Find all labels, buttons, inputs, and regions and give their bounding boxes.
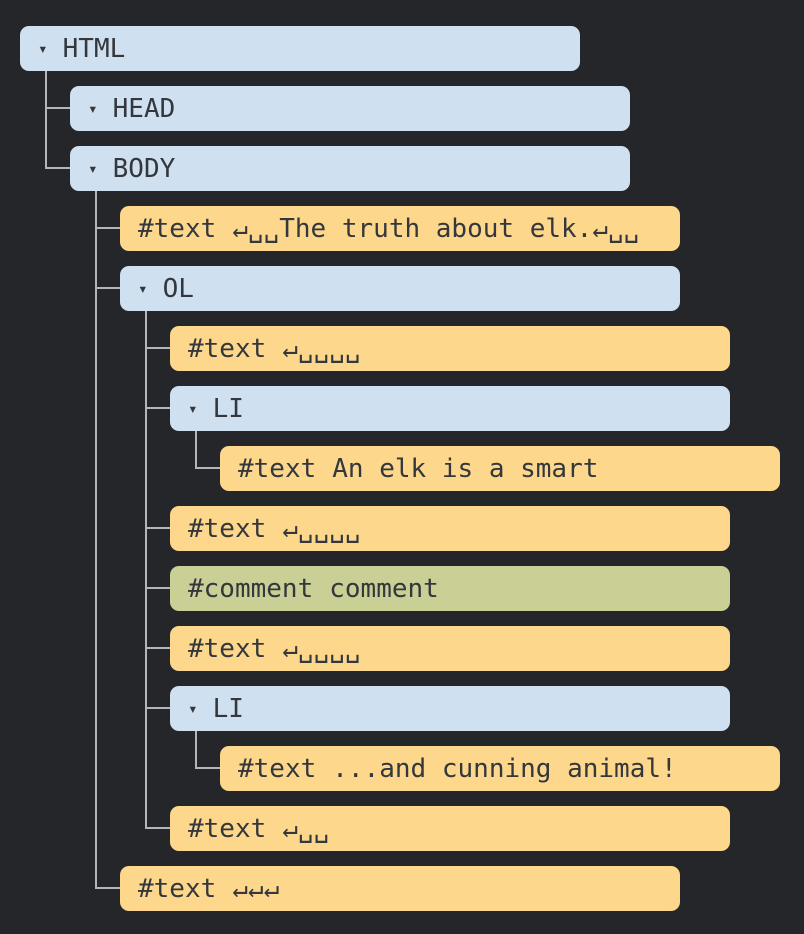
node-value: ↵↵↵ — [232, 873, 280, 904]
node-name: #text — [188, 513, 267, 544]
collapse-triangle-icon[interactable]: ▾ — [88, 158, 98, 178]
collapse-triangle-icon[interactable]: ▾ — [188, 698, 198, 718]
node-name: #comment — [188, 573, 314, 604]
node-value: ↵␣␣ — [282, 813, 330, 844]
element-node-head[interactable]: ▾ HEAD — [70, 86, 630, 131]
connector-line-horizontal — [145, 707, 170, 709]
node-value: ↵␣␣␣␣ — [282, 633, 361, 664]
text-node: #text ↵␣␣␣␣ — [170, 506, 730, 551]
node-name: LI — [212, 393, 244, 424]
connector-line-horizontal — [145, 647, 170, 649]
collapse-triangle-icon[interactable]: ▾ — [38, 38, 48, 58]
connector-line-vertical — [195, 731, 197, 769]
node-name: LI — [212, 693, 244, 724]
node-name: #text — [238, 753, 317, 784]
text-node: #text An elk is a smart — [220, 446, 780, 491]
connector-line-horizontal — [145, 827, 170, 829]
node-name: #text — [138, 213, 217, 244]
connector-line-horizontal — [195, 767, 220, 769]
connector-line-horizontal — [95, 887, 120, 889]
connector-line-horizontal — [45, 167, 70, 169]
node-name: #text — [188, 633, 267, 664]
collapse-triangle-icon[interactable]: ▾ — [188, 398, 198, 418]
node-name: #text — [188, 333, 267, 364]
connector-line-vertical — [95, 191, 97, 889]
text-node: #text ↵␣␣␣␣ — [170, 326, 730, 371]
node-value: An elk is a smart — [332, 453, 599, 484]
element-node-li[interactable]: ▾ LI — [170, 686, 730, 731]
collapse-triangle-icon[interactable]: ▾ — [138, 278, 148, 298]
node-name: #text — [188, 813, 267, 844]
connector-line-horizontal — [45, 107, 70, 109]
node-value: ↵␣␣␣␣ — [282, 333, 361, 364]
connector-line-horizontal — [145, 587, 170, 589]
node-name: #text — [138, 873, 217, 904]
element-node-body[interactable]: ▾ BODY — [70, 146, 630, 191]
connector-line-horizontal — [95, 287, 120, 289]
connector-line-horizontal — [195, 467, 220, 469]
text-node: #text ↵␣␣The truth about elk.↵␣␣ — [120, 206, 680, 251]
connector-line-horizontal — [145, 347, 170, 349]
node-name: OL — [162, 273, 194, 304]
element-node-li[interactable]: ▾ LI — [170, 386, 730, 431]
collapse-triangle-icon[interactable]: ▾ — [88, 98, 98, 118]
connector-line-horizontal — [145, 527, 170, 529]
node-value: ...and cunning animal! — [332, 753, 677, 784]
element-node-ol[interactable]: ▾ OL — [120, 266, 680, 311]
connector-line-horizontal — [95, 227, 120, 229]
connector-line-vertical — [145, 311, 147, 829]
text-node: #text ↵␣␣␣␣ — [170, 626, 730, 671]
node-name: BODY — [112, 153, 176, 184]
node-name: HEAD — [112, 93, 176, 124]
node-name: HTML — [62, 33, 126, 64]
text-node: #text ↵␣␣ — [170, 806, 730, 851]
comment-node: #comment comment — [170, 566, 730, 611]
node-value: ↵␣␣␣␣ — [282, 513, 361, 544]
node-value: ↵␣␣The truth about elk.↵␣␣ — [232, 213, 640, 244]
text-node: #text ...and cunning animal! — [220, 746, 780, 791]
text-node: #text ↵↵↵ — [120, 866, 680, 911]
connector-line-vertical — [45, 71, 47, 169]
element-node-html[interactable]: ▾ HTML — [20, 26, 580, 71]
node-name: #text — [238, 453, 317, 484]
connector-line-horizontal — [145, 407, 170, 409]
node-value: comment — [329, 573, 439, 604]
connector-line-vertical — [195, 431, 197, 469]
